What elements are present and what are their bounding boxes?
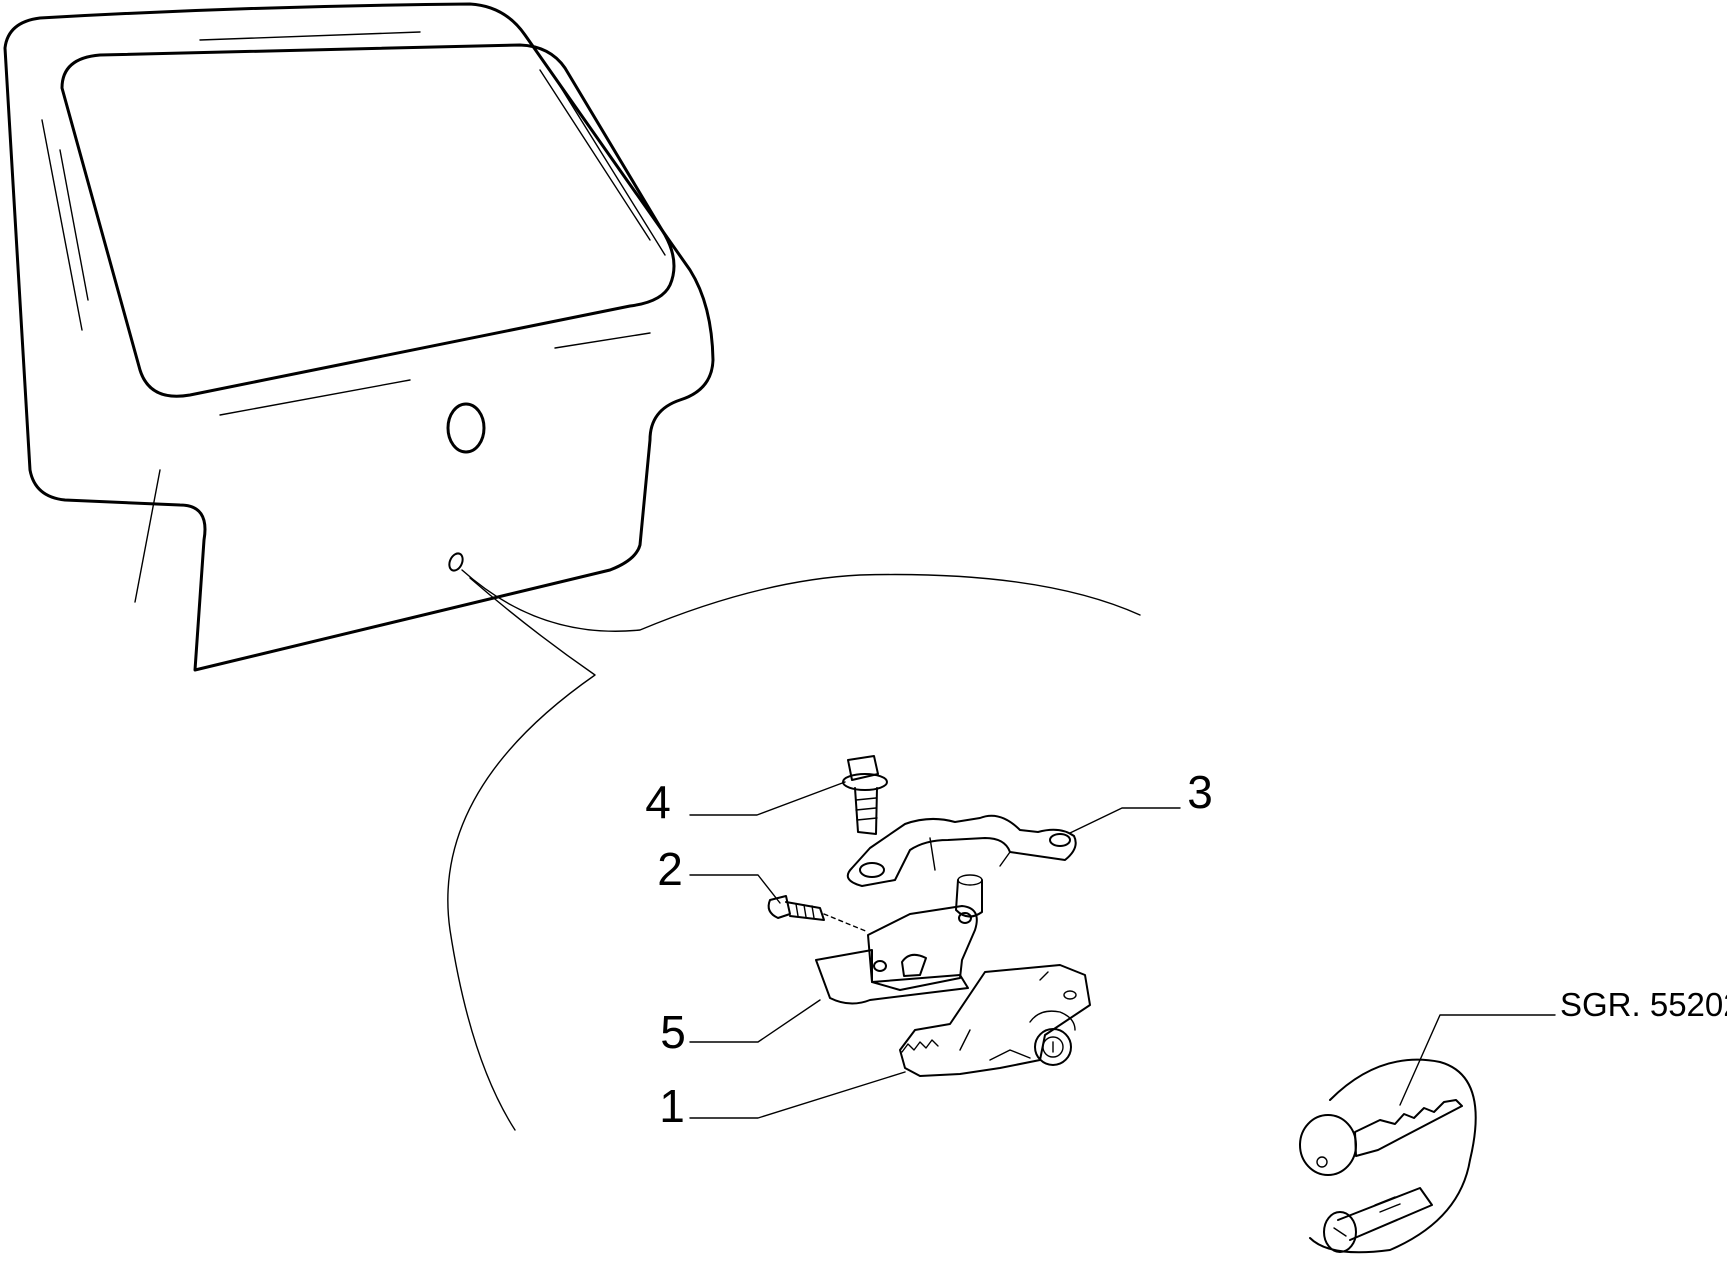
striker-pin [955, 879, 983, 918]
screw-2-shank [785, 901, 825, 921]
lock-cylinder-face [1323, 1211, 1357, 1253]
reference-sgr-label: SGR. 55202 [1560, 986, 1727, 1023]
leader-line-2 [689, 874, 781, 904]
panel-crease-left-b [59, 149, 89, 301]
striker-plate-outline [846, 814, 1077, 887]
callout-labels: 4 3 2 5 1 SGR. 55202 [645, 766, 1727, 1132]
striker-hole-right [1049, 833, 1071, 847]
panel-crease-right [554, 77, 666, 256]
tailgate-panel [3, 2, 715, 672]
lock-1-mount-hole [1063, 990, 1077, 1000]
callout-5: 5 [660, 1006, 686, 1058]
callout-4: 4 [645, 776, 671, 828]
inset-circle-arc [1309, 1058, 1477, 1254]
lock-1-cylinder [1034, 1028, 1072, 1066]
panel-crease-left-a [41, 119, 83, 331]
window-trim-top [199, 31, 421, 41]
lock-1-detail [959, 971, 1049, 1061]
striker-rib [929, 837, 1011, 871]
lock-cylinder-body [1337, 1187, 1433, 1241]
leader-lines [689, 781, 1556, 1119]
emblem-recess [446, 402, 486, 454]
striker-hole-left [859, 862, 885, 878]
bracket-5-notch [901, 953, 927, 977]
bracket-5-hole-top [958, 912, 972, 924]
leader-line-3 [1069, 807, 1181, 834]
lock-1-spring [901, 1039, 939, 1053]
lock-cylinder-keyway [1333, 1227, 1347, 1237]
detail-callout-bubble [447, 569, 1141, 1131]
callout-3: 3 [1187, 766, 1213, 818]
bolt-part-4 [842, 755, 888, 835]
tailgate-outline [3, 2, 715, 672]
bubble-leader-upper [461, 569, 1141, 632]
lock-1-cylinder-face [1042, 1036, 1064, 1058]
striker-plate-part-3 [846, 814, 1077, 918]
bolt-4-thread [855, 797, 878, 821]
leader-line-1 [689, 1071, 906, 1119]
screw-2-axis [823, 913, 869, 933]
key-cylinder-inset [1299, 1058, 1477, 1254]
rear-window-outline [60, 43, 676, 398]
leader-line-5 [689, 999, 821, 1043]
striker-pin-top [957, 874, 983, 886]
screw-2-thread [795, 903, 815, 919]
key-bow [1299, 1114, 1357, 1176]
lower-trim-left [219, 379, 411, 416]
latch-bracket-part-5 [815, 905, 978, 1005]
lower-crease [134, 469, 161, 603]
callout-2: 2 [657, 843, 683, 895]
leader-line-4 [689, 781, 846, 816]
bracket-5-hole-bottom [873, 960, 887, 972]
lower-trim-right [554, 332, 651, 349]
window-trim-right [539, 69, 651, 241]
lock-hole [448, 552, 464, 572]
bubble-leader-lower [447, 577, 596, 1131]
lock-cylinder-tumblers [1374, 1196, 1401, 1213]
key-bow-hole [1316, 1156, 1328, 1168]
key-blade [1354, 1099, 1463, 1157]
bracket-5-plate [867, 905, 978, 991]
lock-1-body [899, 964, 1091, 1077]
bracket-5-base [815, 949, 969, 1005]
bolt-4-shank [854, 787, 878, 835]
screw-part-2 [767, 895, 869, 933]
bolt-4-flange [842, 773, 888, 791]
leader-line-sgr [1399, 1014, 1556, 1106]
lock-mechanism-part-1 [899, 964, 1091, 1077]
screw-2-head [767, 895, 791, 919]
callout-1: 1 [659, 1080, 685, 1132]
lock-1-cylinder-housing [1029, 1010, 1076, 1031]
bolt-4-head [847, 755, 879, 781]
